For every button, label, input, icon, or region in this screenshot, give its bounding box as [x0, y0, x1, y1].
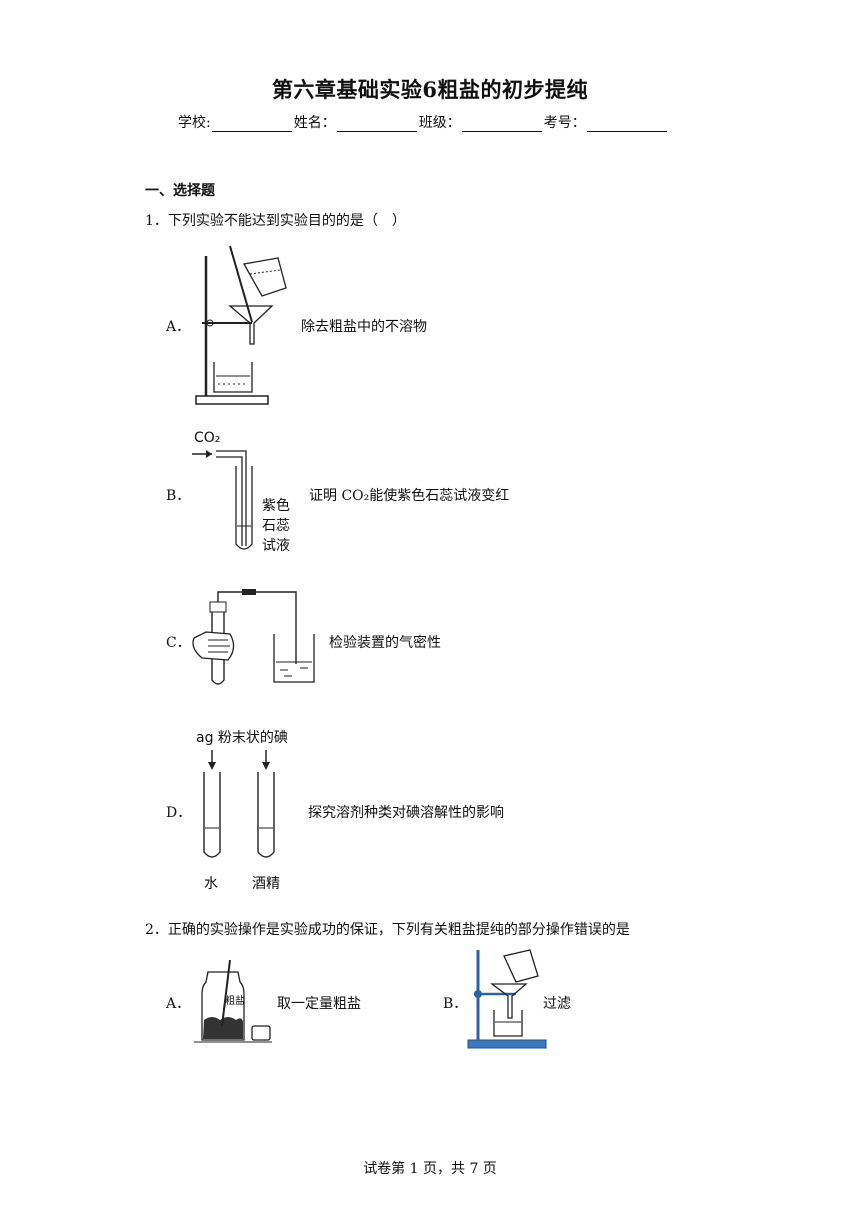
iodine-solubility-figure: ag 粉末状的碘 水 酒精: [196, 730, 288, 892]
litmus-label-2: 石蕊: [262, 518, 290, 534]
alcohol-label: 酒精: [252, 876, 280, 892]
filtration-apparatus-figure: [195, 245, 287, 405]
salt-jar-figure: 粗盐: [194, 959, 272, 1043]
student-info-line: 学校: 姓名： 班级： 考号：: [178, 112, 669, 132]
class-blank[interactable]: [461, 117, 542, 132]
class-label: 班级：: [418, 115, 461, 131]
q1-option-a-letter[interactable]: A．: [166, 319, 191, 335]
page-title: 第六章基础实验6粗盐的初步提纯: [271, 77, 589, 102]
name-blank[interactable]: [336, 117, 417, 132]
q1-option-a-desc: 除去粗盐中的不溶物: [301, 319, 427, 335]
filtration-stand-figure: [467, 949, 547, 1049]
question-2-stem: 2．正确的实验操作是实验成功的保证，下列有关粗盐提纯的部分操作错误的是: [145, 922, 630, 938]
page-footer: 试卷第 1 页，共 7 页: [363, 1161, 497, 1177]
q1-option-d-letter[interactable]: D．: [166, 805, 192, 821]
salt-jar-label: 粗盐: [225, 994, 245, 1007]
school-blank[interactable]: [211, 117, 292, 132]
q1-option-b-desc: 证明 CO₂能使紫色石蕊试液变红: [309, 488, 510, 504]
litmus-label-3: 试液: [262, 538, 290, 554]
question-1-stem: 1．下列实验不能达到实验目的的是（ ）: [145, 213, 406, 229]
q2-option-b-desc: 过滤: [543, 996, 571, 1012]
name-label: 姓名：: [293, 115, 336, 131]
section-heading: 一、选择题: [145, 183, 215, 199]
q2-option-b-letter[interactable]: B．: [443, 996, 468, 1012]
airtightness-check-figure: [192, 589, 315, 685]
co2-label: CO₂: [194, 430, 220, 446]
school-label: 学校:: [178, 115, 211, 131]
iodine-label: ag 粉末状的碘: [196, 730, 288, 746]
number-blank[interactable]: [586, 117, 667, 132]
q1-option-c-desc: 检验装置的气密性: [329, 635, 441, 651]
number-label: 考号：: [543, 115, 586, 131]
litmus-label-1: 紫色: [262, 497, 290, 514]
co2-litmus-tube-figure: CO₂ 紫色 石蕊 试液: [192, 430, 290, 554]
q1-option-d-desc: 探究溶剂种类对碘溶解性的影响: [308, 805, 504, 821]
q2-option-a-letter[interactable]: A．: [166, 996, 191, 1012]
q1-option-c-letter[interactable]: C．: [166, 635, 191, 651]
water-label: 水: [204, 876, 218, 892]
q1-option-b-letter[interactable]: B．: [166, 488, 191, 504]
q2-option-a-desc: 取一定量粗盐: [277, 996, 361, 1012]
